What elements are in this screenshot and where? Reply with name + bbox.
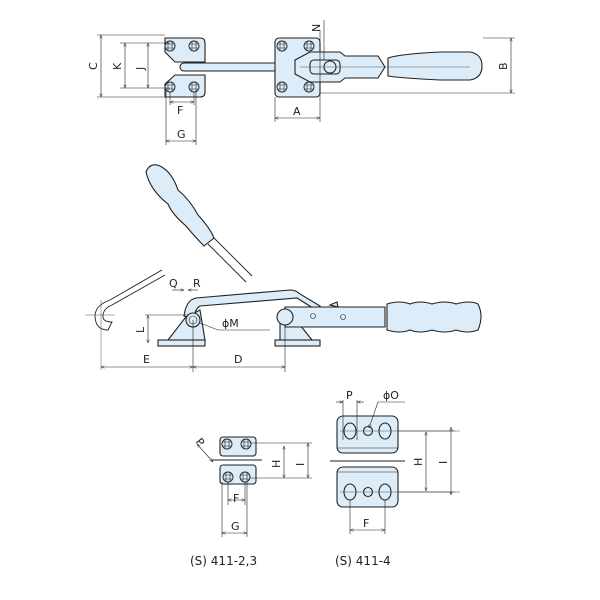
dim-label-r: R bbox=[193, 277, 201, 290]
variant-large-view: P ϕO H I F (S) 411-4 bbox=[330, 389, 460, 568]
dim-label-g-small: G bbox=[231, 520, 240, 533]
variant-large-caption: (S) 411-4 bbox=[335, 554, 391, 568]
dim-label-d: D bbox=[234, 353, 242, 366]
dim-label-q: Q bbox=[169, 277, 178, 290]
dim-label-i-large: I bbox=[437, 461, 450, 464]
handle-grip bbox=[387, 51, 483, 81]
dim-label-f-small: F bbox=[233, 492, 239, 505]
dim-label-l: L bbox=[134, 326, 147, 333]
dim-label-e: E bbox=[143, 353, 150, 366]
handle-grip-side bbox=[386, 301, 482, 333]
dim-label-h-small: H bbox=[270, 460, 283, 468]
dim-label-j: J bbox=[134, 67, 147, 71]
dim-label-g: G bbox=[177, 128, 186, 141]
dim-label-a: A bbox=[293, 105, 301, 118]
dim-label-b: B bbox=[497, 62, 510, 70]
dim-label-k: K bbox=[111, 62, 124, 70]
dim-label-f: F bbox=[177, 104, 183, 117]
dim-label-c: C bbox=[87, 62, 100, 70]
variant-small-view: P H I F G (S) 411-2,3 bbox=[190, 436, 312, 568]
dim-label-p-large: P bbox=[346, 389, 353, 402]
handle-bar bbox=[284, 306, 386, 328]
side-view: Q R ϕM L E D bbox=[85, 164, 482, 372]
variant-small-caption: (S) 411-2,3 bbox=[190, 554, 257, 568]
open-handle-grip bbox=[145, 164, 215, 247]
dim-label-n: N bbox=[310, 24, 323, 32]
dim-label-i-small: I bbox=[294, 463, 307, 466]
dim-label-h-large: H bbox=[412, 458, 425, 466]
dim-label-phi-o: ϕO bbox=[383, 389, 399, 402]
dim-label-phi-m: ϕM bbox=[222, 317, 239, 330]
latch-arm bbox=[183, 289, 321, 321]
base-plate-side bbox=[274, 339, 321, 347]
dim-label-f-large: F bbox=[363, 517, 369, 530]
top-view: C K J F G A B N bbox=[87, 20, 515, 145]
